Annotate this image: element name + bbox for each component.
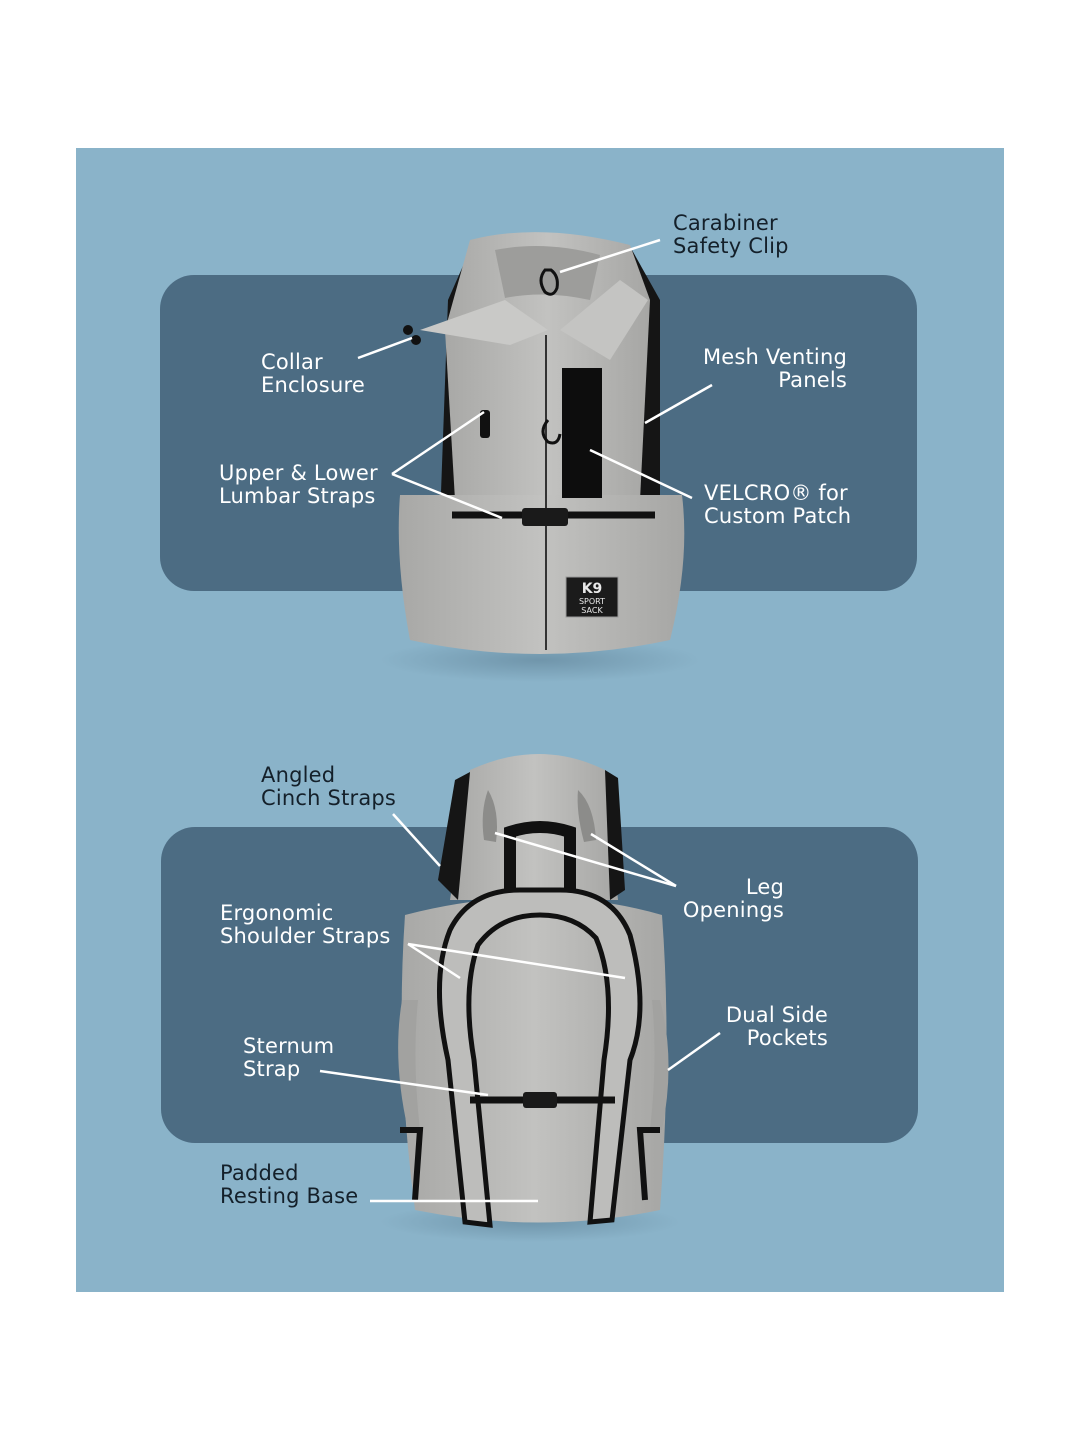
label-leg-line2: Openings bbox=[682, 898, 784, 922]
label-collar: Collar Enclosure bbox=[261, 351, 365, 397]
front-backpack: K9 SPORT SACK bbox=[380, 232, 700, 682]
label-collar-line1: Collar bbox=[261, 350, 323, 374]
label-leg: Leg Openings bbox=[680, 876, 784, 922]
label-sternum: Sternum Strap bbox=[243, 1035, 334, 1081]
label-shoulder-line2: Shoulder Straps bbox=[220, 924, 391, 948]
label-sternum-line1: Sternum bbox=[243, 1034, 335, 1058]
logo-brand-top: K9 bbox=[582, 581, 603, 597]
label-cinch: Angled Cinch Straps bbox=[261, 764, 396, 810]
label-velcro-line1: VELCRO® for bbox=[704, 481, 848, 505]
label-mesh: Mesh Venting Panels bbox=[697, 346, 847, 392]
label-mesh-line2: Panels bbox=[778, 368, 847, 392]
label-pockets: Dual Side Pockets bbox=[718, 1004, 828, 1050]
label-sternum-line2: Strap bbox=[243, 1057, 301, 1081]
label-carabiner-line2: Safety Clip bbox=[673, 234, 789, 258]
label-cinch-line2: Cinch Straps bbox=[261, 786, 397, 810]
label-collar-line2: Enclosure bbox=[261, 373, 365, 397]
label-base: Padded Resting Base bbox=[220, 1162, 358, 1208]
label-carabiner: Carabiner Safety Clip bbox=[673, 212, 789, 258]
label-pockets-line1: Dual Side bbox=[725, 1003, 828, 1027]
label-pockets-line2: Pockets bbox=[746, 1026, 828, 1050]
logo-brand-bottom: SACK bbox=[581, 606, 603, 615]
back-backpack bbox=[380, 754, 680, 1242]
label-velcro-line2: Custom Patch bbox=[704, 504, 852, 528]
label-base-line2: Resting Base bbox=[220, 1184, 359, 1208]
label-lumbar-line2: Lumbar Straps bbox=[219, 484, 376, 508]
callout-lines bbox=[319, 238, 721, 1203]
label-shoulder: Ergonomic Shoulder Straps bbox=[220, 902, 391, 948]
label-base-line1: Padded bbox=[220, 1161, 299, 1185]
label-shoulder-line1: Ergonomic bbox=[220, 901, 334, 925]
label-lumbar-line1: Upper & Lower bbox=[219, 461, 378, 485]
logo-brand-mid: SPORT bbox=[579, 597, 605, 606]
label-cinch-line1: Angled bbox=[261, 763, 336, 787]
label-mesh-line1: Mesh Venting bbox=[702, 345, 847, 369]
label-velcro: VELCRO® for Custom Patch bbox=[704, 482, 851, 528]
label-carabiner-line1: Carabiner bbox=[673, 211, 778, 235]
label-lumbar: Upper & Lower Lumbar Straps bbox=[219, 462, 378, 508]
label-leg-line1: Leg bbox=[745, 875, 784, 899]
